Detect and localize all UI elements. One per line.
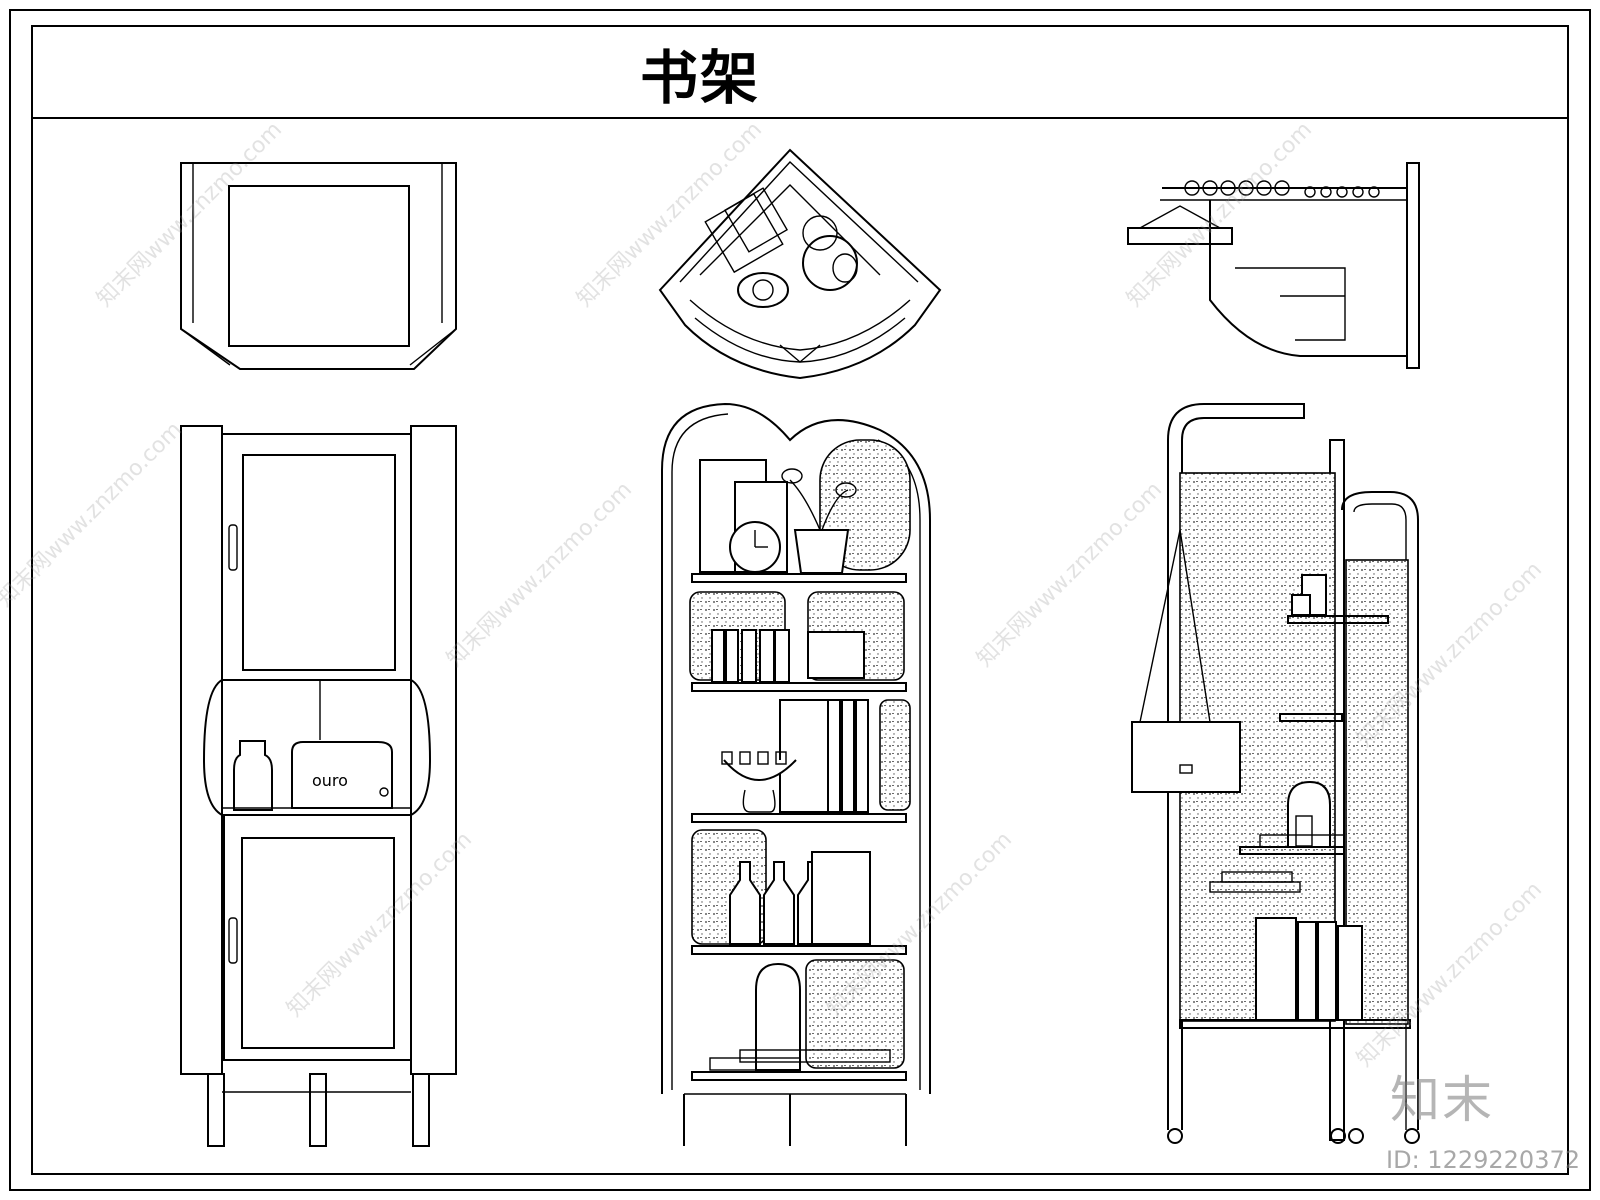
sheet-frame (9, 9, 1591, 1191)
lower-door-handle (228, 917, 238, 964)
bottles-icon (729, 851, 871, 945)
books-icon (711, 629, 869, 813)
toaster-icon: ouro (291, 741, 393, 809)
binders-icon (1255, 917, 1363, 1021)
candle-holder-icon (721, 751, 797, 813)
vase-icon (233, 740, 273, 811)
elevation-pegboard-rack (1131, 403, 1420, 1144)
watermark-logo: 知末 (1390, 1071, 1494, 1129)
elevation-tall-cabinet: ouro (180, 425, 457, 1147)
svg-text:ouro: ouro (312, 771, 348, 790)
watermark-id: ID: 1229220372 (1386, 1146, 1580, 1174)
elevation-arched-shelf (661, 402, 931, 1146)
rack-wheels (1167, 1128, 1420, 1144)
lower-glass-door (241, 837, 395, 1049)
shelf-boards (691, 573, 907, 1081)
drawing-title: 书架 (639, 44, 760, 112)
cabinet-legs (207, 1073, 430, 1147)
small-box-icon (1291, 574, 1327, 616)
plan-view-cabinet (180, 162, 457, 370)
upper-glass-door (242, 454, 396, 671)
bell-jar-icon (709, 962, 891, 1071)
tote-bag-icon (1131, 529, 1241, 793)
hanger-beads-icon (1184, 180, 1380, 198)
upper-door-handle (228, 524, 238, 571)
plan-view-corner-shelf (658, 148, 942, 380)
clock-icon (729, 521, 781, 573)
plan-view-clothes-rack (1127, 162, 1420, 369)
shelf-base-legs (683, 1093, 907, 1146)
arch-decor-icon (1209, 780, 1345, 893)
plant-pot-icon (781, 468, 857, 574)
